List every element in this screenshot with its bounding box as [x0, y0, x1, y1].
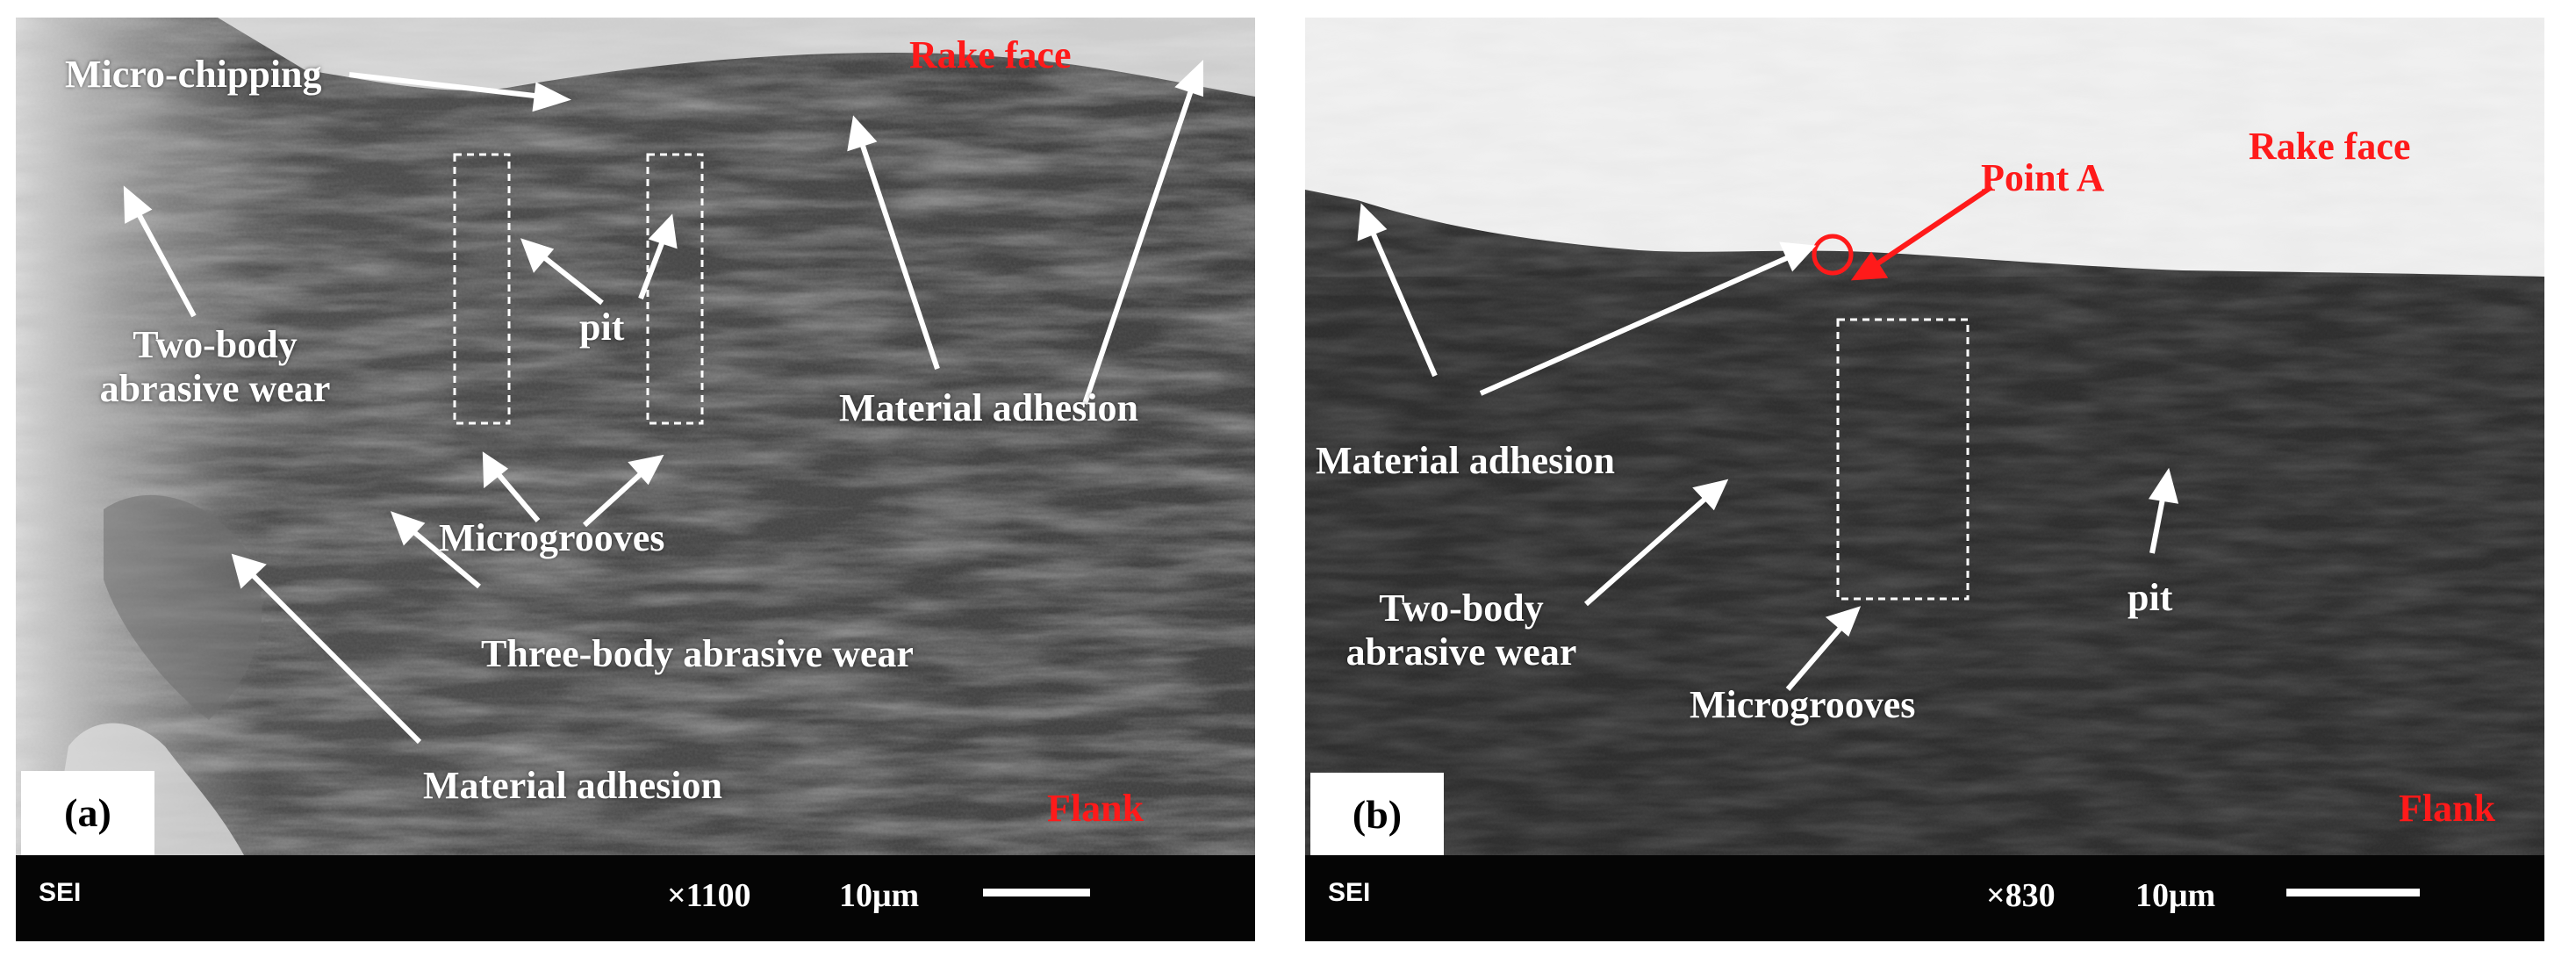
label-three-body-abrasive-wear: Three-body abrasive wear — [481, 632, 914, 675]
label-rake-face-a: Rake face — [909, 33, 1072, 76]
label-two-body-abrasive-wear-b: Two-body abrasive wear — [1312, 587, 1611, 674]
sem-micrograph-b — [1305, 18, 2544, 855]
panel-tag-a: (a) — [21, 771, 154, 855]
label-two-body-line2: abrasive wear — [99, 367, 331, 410]
magnification-b: ×830 — [1986, 877, 2056, 914]
scale-bar-b — [2286, 889, 2420, 896]
label-two-body-line1-b: Two-body — [1379, 587, 1544, 630]
label-material-adhesion-right-a: Material adhesion — [839, 386, 1138, 429]
detector-label-b: SEI — [1328, 878, 1371, 907]
detector-label-a: SEI — [39, 878, 82, 907]
magnification-a: ×1100 — [667, 877, 751, 914]
label-two-body-line1: Two-body — [133, 323, 298, 366]
label-microgrooves-a: Microgrooves — [439, 516, 665, 559]
scale-value-b: 10μm — [2135, 877, 2216, 914]
label-two-body-abrasive-wear-a: Two-body abrasive wear — [88, 323, 342, 411]
sem-micrograph-a — [16, 18, 1255, 855]
scale-bar-a — [983, 889, 1090, 896]
label-micro-chipping: Micro-chipping — [65, 53, 322, 96]
sem-info-bar-a: SEI ×1100 10μm — [16, 855, 1255, 941]
sem-info-bar-b: SEI ×830 10μm — [1305, 855, 2544, 941]
label-material-adhesion-bottom-a: Material adhesion — [423, 764, 722, 807]
sem-panel-b: Point A Rake face Material adhesion Two-… — [1305, 18, 2544, 941]
label-microgrooves-b: Microgrooves — [1690, 683, 1916, 726]
label-pit-a: pit — [579, 306, 625, 349]
sem-panel-a: Micro-chipping Rake face Two-body abrasi… — [16, 18, 1255, 941]
label-point-a: Point A — [1981, 156, 2105, 199]
label-pit-b: pit — [2128, 576, 2173, 619]
panel-tag-b: (b) — [1310, 773, 1444, 857]
label-flank-b: Flank — [2399, 787, 2496, 830]
label-flank-a: Flank — [1047, 787, 1144, 830]
scale-value-a: 10μm — [839, 877, 920, 914]
label-two-body-line2-b: abrasive wear — [1345, 630, 1577, 673]
label-rake-face-b: Rake face — [2249, 125, 2411, 168]
label-material-adhesion-b: Material adhesion — [1316, 439, 1615, 482]
